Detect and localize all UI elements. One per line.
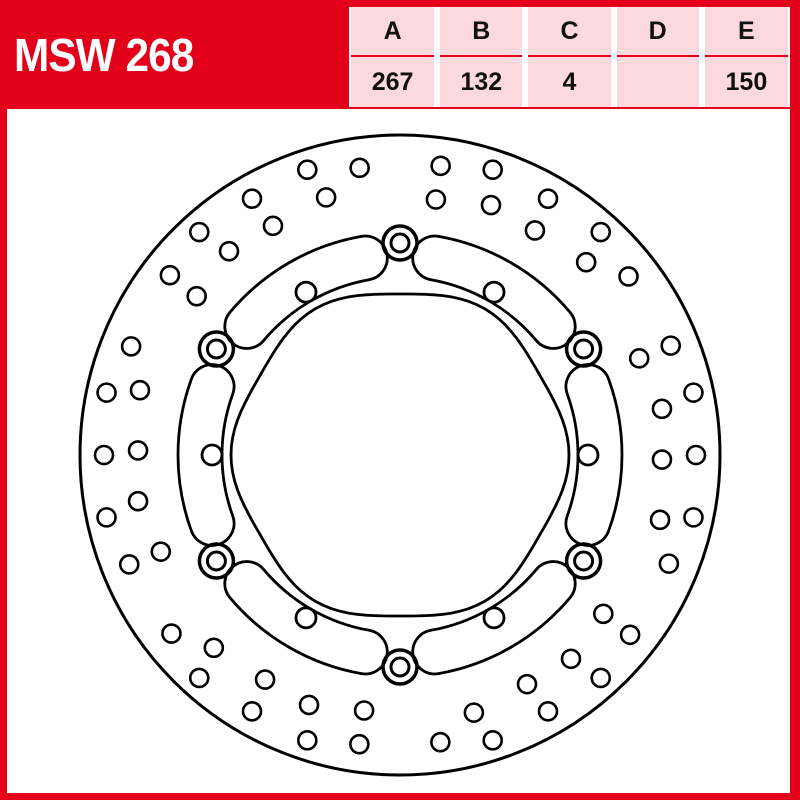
spec-value-e: 150 — [704, 57, 788, 107]
rivet-outer — [381, 648, 419, 686]
rivet-outer — [564, 330, 603, 368]
cooling-hole — [186, 285, 207, 307]
disc-slot — [223, 234, 389, 350]
cooling-hole — [618, 266, 639, 287]
cooling-hole — [296, 730, 318, 751]
cooling-hole — [150, 541, 172, 562]
spec-header-d: D — [616, 7, 699, 57]
cooling-hole — [651, 398, 673, 420]
cooling-hole — [349, 733, 370, 755]
cooling-hole — [463, 702, 485, 723]
cooling-hole — [349, 157, 370, 179]
spec-header-e: E — [704, 7, 788, 57]
cooling-hole — [241, 701, 263, 722]
rivet-outer — [564, 542, 603, 580]
cooling-hole — [628, 348, 650, 369]
cooling-hole — [296, 159, 318, 180]
disc-carrier-edge — [229, 292, 571, 618]
cooling-hole — [159, 264, 181, 286]
cooling-hole — [96, 507, 117, 528]
rivet-inner — [205, 338, 227, 360]
cooling-hole — [683, 507, 704, 528]
cooling-hole — [685, 444, 707, 466]
rivet-inner — [573, 550, 595, 572]
cooling-hole — [353, 700, 375, 721]
cooling-hole — [315, 187, 337, 208]
cooling-hole — [127, 490, 149, 512]
cooling-hole — [537, 701, 559, 722]
cooling-hole — [241, 188, 263, 209]
carrier-hole — [294, 606, 318, 630]
cooling-hole — [129, 379, 151, 401]
cooling-hole — [593, 603, 614, 625]
spec-header-b: B — [440, 7, 523, 57]
cooling-hole — [425, 189, 447, 210]
cooling-hole — [203, 637, 225, 659]
spec-table: A B C D E 267 132 4 150 — [349, 7, 790, 107]
cooling-hole — [683, 382, 704, 403]
cooling-hole — [482, 730, 504, 751]
cooling-hole — [524, 220, 546, 241]
cooling-hole — [575, 251, 597, 273]
cooling-hole — [120, 336, 142, 357]
cooling-hole — [161, 623, 182, 644]
cooling-hole — [651, 449, 673, 470]
rivet-inner — [389, 656, 411, 678]
rivet-inner — [205, 550, 227, 572]
disc-slot — [411, 234, 577, 350]
rivet-inner — [573, 338, 595, 360]
cooling-hole — [590, 667, 612, 689]
disc-slot — [564, 363, 624, 547]
cooling-hole — [188, 667, 210, 689]
cooling-hole — [218, 240, 240, 262]
spec-value-b: 132 — [440, 57, 523, 107]
carrier-hole — [200, 443, 224, 467]
cooling-hole — [658, 553, 680, 574]
cooling-hole — [560, 648, 582, 670]
disc-slot — [411, 560, 577, 676]
rivet-outer — [197, 330, 236, 368]
carrier-hole — [294, 280, 318, 304]
rivet-outer — [197, 542, 236, 580]
cooling-hole — [96, 382, 117, 403]
spec-header-a: A — [351, 7, 435, 57]
cooling-hole — [537, 188, 559, 209]
product-title: MSW 268 — [14, 29, 194, 81]
carrier-hole — [576, 443, 600, 467]
carrier-hole — [482, 606, 506, 630]
cooling-hole — [480, 194, 502, 216]
disc-outer-edge — [78, 133, 722, 777]
carrier-hole — [482, 280, 506, 304]
cooling-hole — [619, 624, 641, 646]
cooling-hole — [590, 221, 612, 243]
cooling-hole — [118, 554, 140, 575]
spec-value-d — [616, 57, 699, 107]
cooling-hole — [93, 444, 115, 466]
disc-slot — [176, 363, 236, 547]
cooling-hole — [516, 673, 538, 695]
cooling-hole — [430, 155, 451, 177]
cooling-hole — [254, 669, 276, 690]
cooling-hole — [188, 221, 210, 243]
spec-value-c: 4 — [528, 57, 611, 107]
cooling-hole — [127, 440, 149, 461]
spec-header-c: C — [528, 7, 611, 57]
rivet-inner — [389, 232, 411, 254]
cooling-hole — [482, 159, 504, 180]
cooling-hole — [298, 694, 320, 716]
disc-slot — [223, 560, 389, 676]
cooling-hole — [649, 509, 671, 531]
cooling-hole — [262, 215, 284, 237]
rivet-outer — [381, 224, 419, 262]
cooling-hole — [660, 335, 682, 356]
spec-value-a: 267 — [351, 57, 435, 107]
cooling-hole — [430, 731, 451, 753]
